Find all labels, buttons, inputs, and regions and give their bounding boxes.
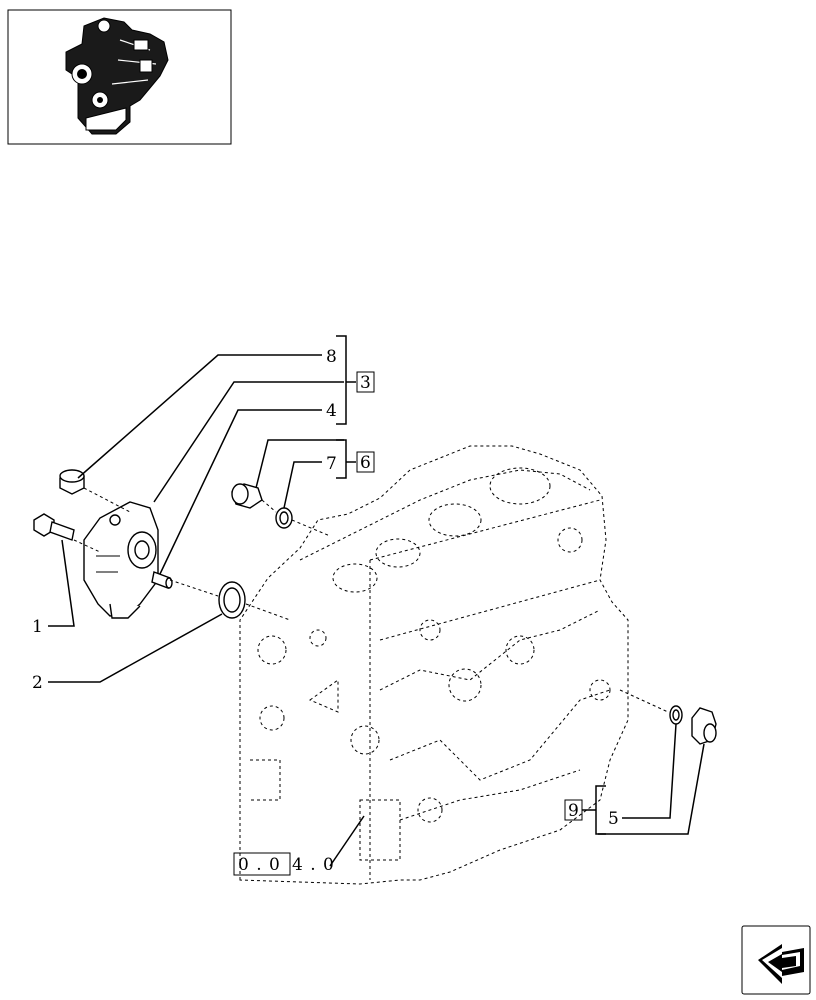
- bolt-1[interactable]: [33, 513, 75, 541]
- bracket-group-9: [582, 785, 606, 835]
- callout-4[interactable]: 4: [326, 401, 337, 421]
- callout-8[interactable]: 8: [326, 347, 337, 367]
- assembly-axes: [73, 487, 669, 713]
- section-ref-suffix-text: 4 . 0: [292, 855, 335, 875]
- boxed-ref-6-label: 6: [360, 453, 371, 473]
- engine-thumbnail[interactable]: [7, 9, 232, 145]
- seal-ring-2[interactable]: [218, 581, 246, 619]
- boxed-ref-9[interactable]: 9: [564, 799, 583, 821]
- callout-2[interactable]: 2: [32, 673, 43, 693]
- callout-1[interactable]: 1: [32, 617, 43, 637]
- leader-lines: [48, 354, 705, 867]
- thermostat-housing-3[interactable]: [83, 501, 159, 619]
- section-ref-box: [233, 852, 291, 876]
- plug-9[interactable]: [691, 707, 717, 745]
- boxed-ref-9-label: 9: [568, 801, 579, 821]
- o-ring-7[interactable]: [275, 507, 293, 529]
- plug-6[interactable]: [231, 483, 263, 509]
- thumbnail-engine-image: [65, 17, 169, 135]
- section-ref-boxed-text: 0 . 0: [238, 855, 281, 875]
- next-page-arrow-icon[interactable]: [741, 925, 811, 995]
- o-ring-5[interactable]: [669, 705, 683, 725]
- plug-cap-8[interactable]: [59, 469, 85, 495]
- callout-5[interactable]: 5: [608, 809, 619, 829]
- boxed-ref-6[interactable]: 6: [356, 451, 375, 473]
- pin-4[interactable]: [151, 571, 173, 589]
- bracket-group-6: [336, 439, 356, 479]
- boxed-ref-3[interactable]: 3: [356, 371, 375, 393]
- thumbnail-frame: [7, 9, 232, 145]
- section-reference[interactable]: 0 . 0 4 . 0: [233, 852, 335, 876]
- engine-block: [239, 445, 629, 885]
- boxed-ref-3-label: 3: [360, 373, 371, 393]
- callout-7[interactable]: 7: [326, 454, 337, 474]
- bracket-group-3: [336, 335, 356, 425]
